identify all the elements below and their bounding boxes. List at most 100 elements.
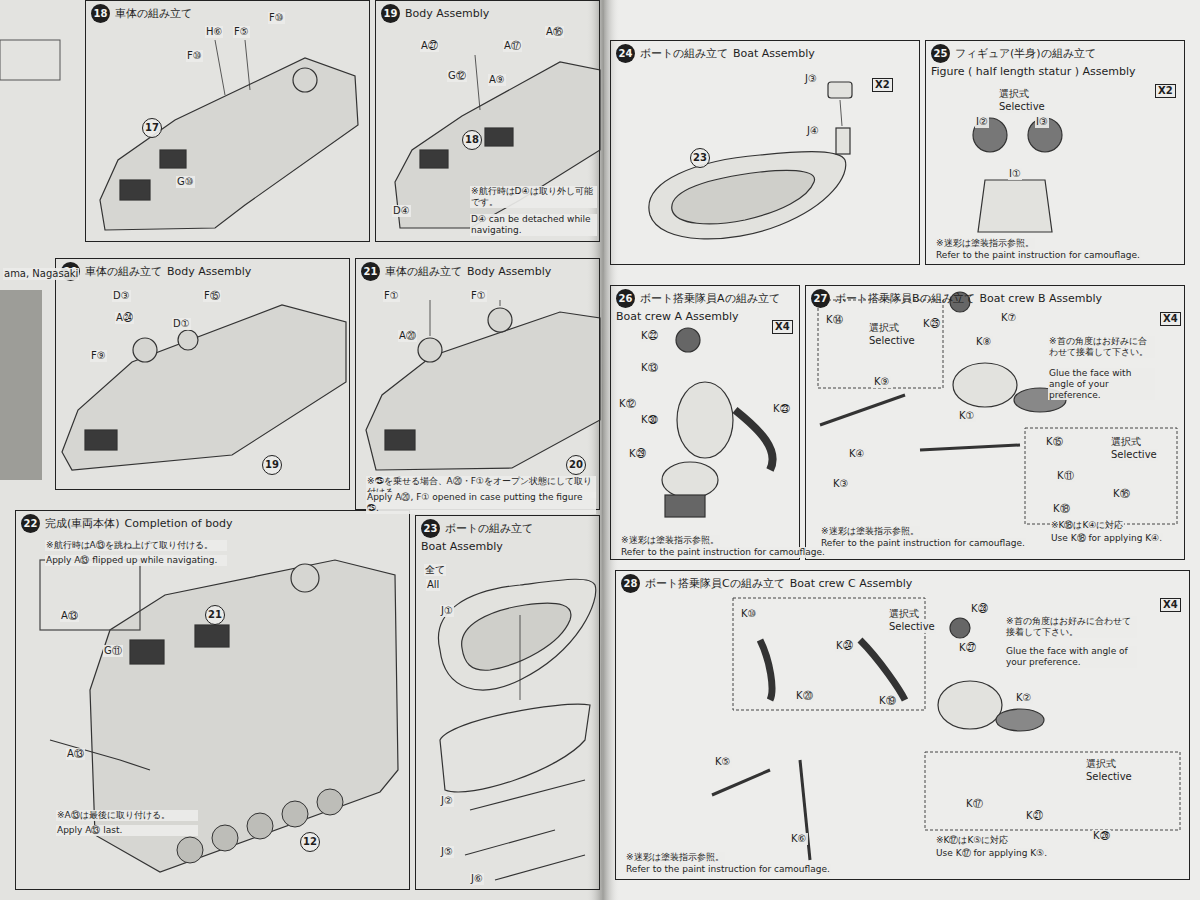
part-number: G⑩: [176, 176, 195, 188]
torso: [953, 363, 1017, 407]
cupola: [133, 338, 157, 362]
right-page: [601, 0, 1200, 900]
part-number: K㉗: [958, 642, 977, 654]
legs: [662, 462, 718, 498]
step-header: 18車体の組み立て: [86, 1, 369, 26]
note-text: Refer to the paint instruction for camou…: [935, 250, 1141, 261]
part-number: K⑬: [640, 362, 659, 374]
part-number: 選択式: [1110, 436, 1142, 448]
rifle: [800, 760, 810, 860]
boat-tube: [438, 579, 595, 690]
part-number: K⑲: [878, 695, 897, 707]
vehicle-body: [100, 58, 358, 230]
note-text: Refer to the paint instruction for camou…: [820, 538, 1026, 549]
part-number: D③: [112, 290, 131, 302]
step-title: Completion of body: [125, 517, 233, 530]
part-number: F⑩: [186, 50, 203, 62]
part-number: A㉔: [115, 312, 134, 324]
note-text: ※航行時はD④は取り外し可能です。: [470, 186, 597, 208]
step-title: ボートの組み立て: [640, 47, 728, 60]
part-number: A⑯: [545, 26, 564, 38]
part-number: ama, Nagasaki: [3, 268, 79, 280]
part-number: K⑤: [714, 756, 732, 768]
boat-tube: [649, 152, 846, 239]
hatch: [195, 625, 229, 647]
step-header: 26ボート搭乗隊員Aの組み立てBoat crew A Assembly: [611, 286, 799, 326]
boat-slat: [470, 780, 585, 810]
part-number: K⑨: [873, 376, 891, 388]
arm: [760, 640, 772, 700]
part-number: K③: [832, 478, 850, 490]
boat-slat: [495, 855, 585, 880]
note-text: ※迷彩は塗装指示参照。: [620, 535, 720, 546]
cupola: [488, 308, 512, 332]
part-number: K⑮: [1045, 436, 1064, 448]
step-title: 車体の組み立て: [385, 265, 462, 278]
part-number: F⑮: [203, 290, 221, 302]
hatch: [85, 430, 117, 450]
step-title: Body Assembly: [167, 265, 251, 278]
note-text: Glue the face with angle of your prefere…: [1005, 646, 1137, 668]
part-number: I③: [1035, 116, 1049, 128]
part-number: 全て: [424, 564, 446, 576]
step-header: 28ボート搭乗隊員Cの組み立てBoat crew C Assembly: [616, 571, 1189, 596]
step-title: Boat Assembly: [733, 47, 815, 60]
part-number: K⑧: [975, 336, 993, 348]
engine-shaft: [836, 128, 850, 154]
step-header: 27ボート搭乗隊員Bの組み立てBoat crew B Assembly: [806, 286, 1184, 311]
part-number: J②: [440, 795, 454, 807]
arm: [860, 640, 905, 700]
torso: [978, 180, 1052, 232]
hatch: [160, 150, 186, 168]
callout-number: 19: [262, 455, 282, 475]
note-text: Glue the face with angle of your prefere…: [1048, 368, 1155, 400]
note-text: ※迷彩は塗装指示参照。: [625, 852, 725, 863]
boat-floor: [462, 603, 571, 670]
step-panel: 18車体の組み立て: [85, 0, 370, 242]
cupola: [291, 564, 319, 592]
part-number: F⑤: [233, 26, 250, 38]
legs: [996, 709, 1044, 731]
part-number: K⑦: [1000, 312, 1018, 324]
part-number: K①: [958, 410, 976, 422]
boat-slat: [465, 830, 555, 855]
ramp: [50, 740, 150, 770]
part-number: 選択式: [998, 88, 1030, 100]
helmet: [676, 328, 700, 352]
step-title: フィギュア(半身)の組み立て: [955, 47, 1096, 60]
leader-line: [215, 40, 225, 95]
part-number: K㉒: [640, 330, 659, 342]
hatch: [385, 430, 415, 450]
leader-line: [430, 300, 431, 336]
selective-box: [733, 598, 925, 710]
part-number: A㉗: [420, 40, 439, 52]
part-number: 選択式: [1085, 758, 1117, 770]
part-number: F⑩: [268, 12, 285, 24]
step-number: 24: [616, 44, 635, 63]
note-text: ※首の角度はお好みに合わせて接着して下さい。: [1005, 616, 1137, 638]
hatch: [485, 128, 513, 146]
part-number: K㉕: [922, 318, 941, 330]
vehicle-body: [395, 62, 600, 228]
step-number: 26: [616, 289, 635, 308]
step-title: Body Assembly: [467, 265, 551, 278]
hatch: [130, 640, 164, 664]
part-number: F①: [470, 290, 487, 302]
step-header: 23ボートの組み立てBoat Assembly: [416, 516, 599, 556]
step-title: ボート搭乗隊員Bの組み立て: [835, 292, 975, 305]
quantity-mark: X4: [1160, 598, 1181, 612]
step-title: 完成(車両本体): [45, 517, 120, 530]
boat-floor: [672, 170, 815, 223]
part-number: K④: [848, 448, 866, 460]
part-number: I①: [1008, 168, 1022, 180]
part-number: K⑯: [1112, 488, 1131, 500]
part-number: A⑰: [503, 40, 522, 52]
step-header: 20車体の組み立てBody Assembly: [56, 259, 349, 284]
step-number: 27: [811, 289, 830, 308]
part-number: J①: [440, 605, 454, 617]
part-number: I②: [975, 116, 989, 128]
margin-box: [0, 40, 60, 80]
boots: [665, 495, 705, 517]
part-number: J③: [804, 73, 818, 85]
